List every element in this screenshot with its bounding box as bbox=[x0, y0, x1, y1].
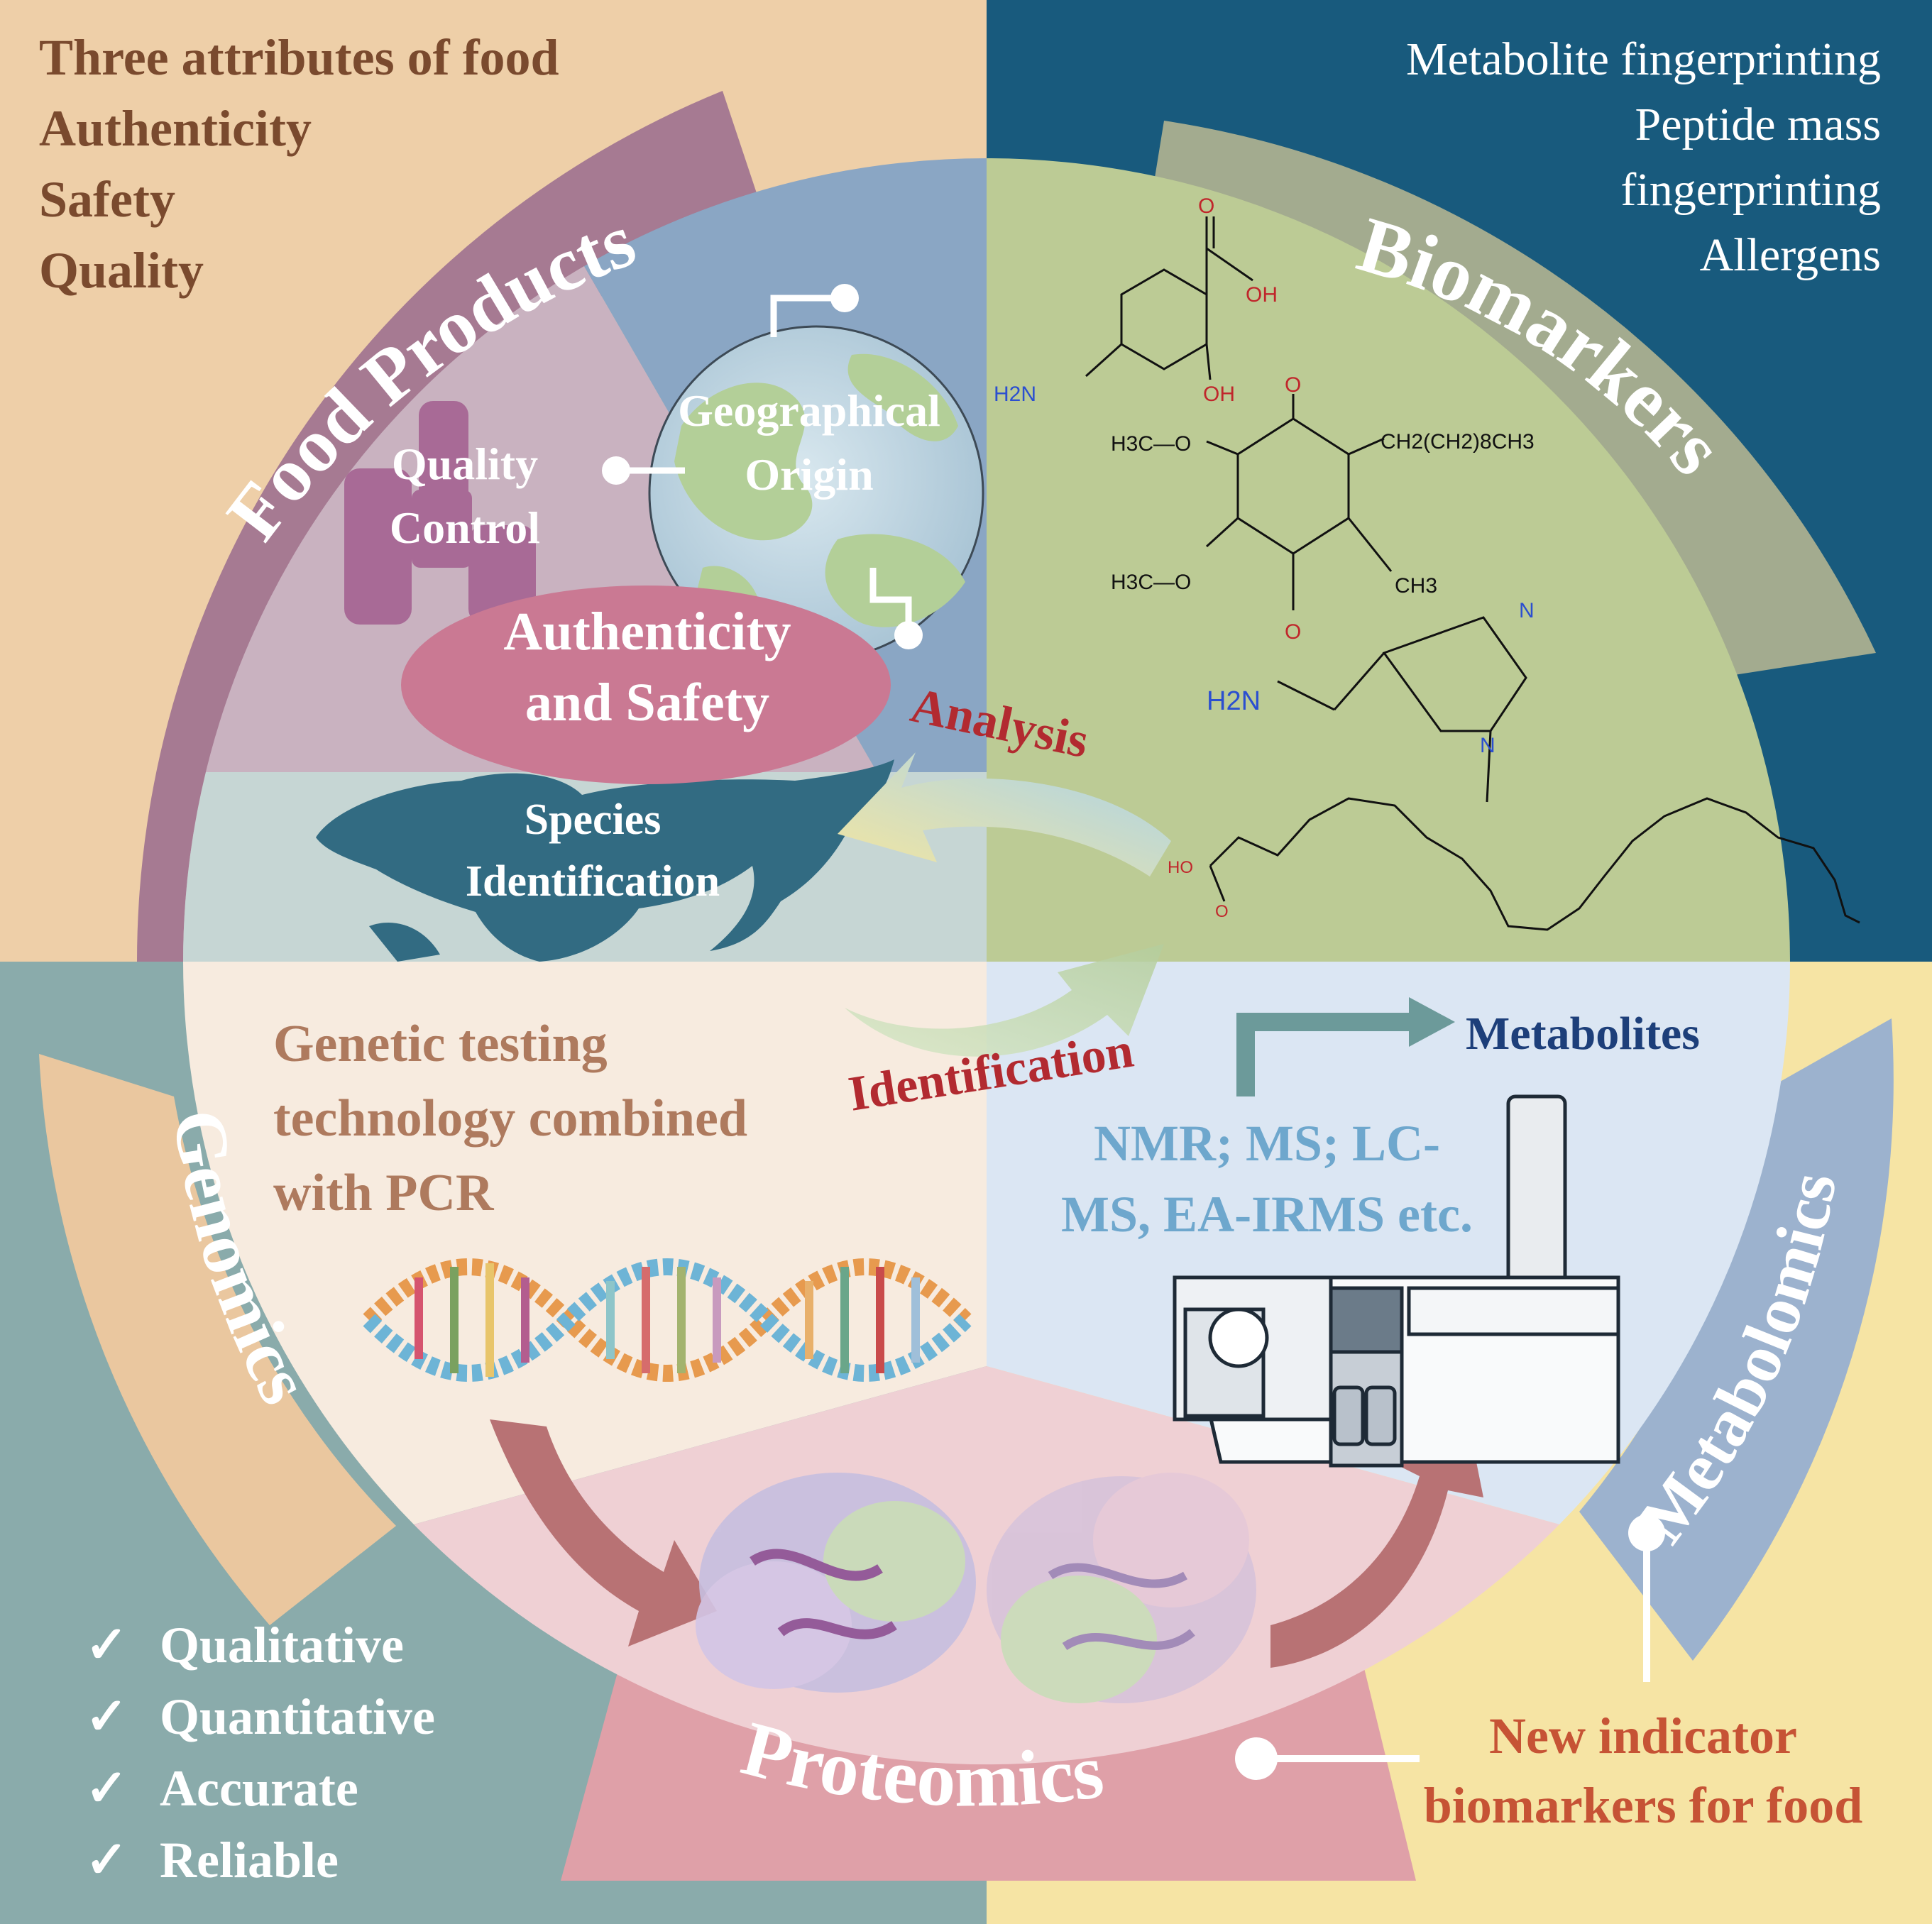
atom-label: O bbox=[1198, 194, 1214, 218]
authenticity-safety-ellipse bbox=[401, 586, 891, 784]
atom-label: OH bbox=[1246, 283, 1278, 307]
atom-label: O bbox=[1285, 620, 1301, 644]
chemical-structures bbox=[1085, 216, 1860, 931]
advantage-quantitative: Quantitative bbox=[160, 1688, 435, 1745]
connector-line bbox=[869, 568, 912, 628]
method-peptide-mass: Peptide mass bbox=[1635, 99, 1881, 150]
mass-spectrometer-icon bbox=[1173, 1094, 1620, 1468]
analytical-methods-label: NMR; MS; LC- MS, EA-IRMS etc. bbox=[1061, 1115, 1473, 1243]
checkmark-icon: ✓ bbox=[85, 1760, 128, 1817]
quality-control-label: Quality Control bbox=[390, 439, 540, 553]
atom-label: H3C—O bbox=[1111, 571, 1191, 594]
biomarker-methods-list: Metabolite fingerprinting Peptide mass f… bbox=[1406, 33, 1881, 281]
checkmark-icon: ✓ bbox=[85, 1832, 128, 1889]
geographical-origin-line-2: Origin bbox=[745, 449, 873, 500]
structure-fatty-acid bbox=[1209, 797, 1860, 931]
checkmark-icon: ✓ bbox=[85, 1617, 128, 1673]
protein-structure-icon bbox=[696, 1473, 976, 1693]
atom-label: HO bbox=[1168, 858, 1193, 877]
metabolites-label: Metabolites bbox=[1466, 1008, 1700, 1060]
protein-structure-icon bbox=[987, 1473, 1256, 1703]
atom-label: O bbox=[1215, 902, 1229, 921]
chemical-labels: O OH OH H2N O H3C—O CH2(CH2)8CH3 H3C—O C… bbox=[994, 194, 1535, 921]
genetic-testing-line-3: with PCR bbox=[273, 1164, 495, 1222]
genetic-testing-line-2: technology combined bbox=[273, 1089, 747, 1148]
species-identification-line-1: Species bbox=[525, 796, 662, 844]
connector-dot bbox=[830, 284, 859, 312]
method-fingerprinting: fingerprinting bbox=[1620, 164, 1881, 216]
genetic-testing-label: Genetic testing technology combined with… bbox=[273, 1015, 747, 1222]
arrow-icon bbox=[1236, 1013, 1409, 1096]
arrow-icon bbox=[490, 1419, 717, 1647]
attributes-title: Three attributes of food bbox=[39, 29, 559, 86]
atom-label: CH2(CH2)8CH3 bbox=[1381, 430, 1535, 453]
atom-label: CH3 bbox=[1395, 574, 1437, 598]
atom-label: N bbox=[1519, 599, 1535, 622]
attribute-quality: Quality bbox=[39, 242, 204, 299]
genetic-testing-line-1: Genetic testing bbox=[273, 1015, 608, 1073]
bottle-silhouette-icon bbox=[344, 401, 536, 625]
structure-methylhistamine bbox=[1277, 616, 1527, 803]
atom-label: H3C—O bbox=[1111, 432, 1191, 456]
geographical-origin-line-1: Geographical bbox=[678, 385, 940, 436]
authenticity-safety-line-1: Authenticity bbox=[503, 602, 791, 661]
new-indicator-callout: New indicator biomarkers for food bbox=[1235, 1515, 1862, 1834]
list-item: ✓ Qualitative bbox=[85, 1617, 404, 1673]
attribute-safety: Safety bbox=[39, 171, 175, 228]
list-item: ✓ Reliable bbox=[85, 1832, 339, 1889]
arrow-icon bbox=[838, 752, 1171, 876]
connector-dot bbox=[894, 621, 923, 649]
dna-helix-icon bbox=[363, 1258, 972, 1382]
new-indicator-text: New indicator biomarkers for food bbox=[1424, 1708, 1863, 1834]
structure-aminosalicylic-acid bbox=[1085, 216, 1253, 380]
atom-label: H2N bbox=[994, 383, 1036, 406]
connector-dot bbox=[1628, 1515, 1665, 1551]
sector-biomarkers bbox=[987, 158, 1790, 962]
fish-silhouette-icon bbox=[316, 759, 894, 962]
atom-label: H2N bbox=[1207, 686, 1261, 716]
attribute-authenticity: Authenticity bbox=[39, 100, 312, 157]
checkmark-icon: ✓ bbox=[85, 1688, 128, 1745]
advantage-qualitative: Qualitative bbox=[160, 1617, 404, 1673]
attributes-list: Three attributes of food Authenticity Sa… bbox=[39, 29, 559, 299]
quality-control-line-2: Control bbox=[390, 502, 540, 553]
connector-dot bbox=[1235, 1737, 1278, 1780]
fish-fin bbox=[369, 922, 440, 962]
connector-dot bbox=[602, 456, 630, 485]
authenticity-safety-label: Authenticity and Safety bbox=[503, 602, 791, 732]
list-item: ✓ Quantitative bbox=[85, 1688, 435, 1745]
list-item: ✓ Accurate bbox=[85, 1760, 358, 1817]
atom-label: OH bbox=[1203, 383, 1235, 406]
methods-line-2: MS, EA-IRMS etc. bbox=[1061, 1186, 1473, 1243]
geographical-origin-label: Geographical Origin bbox=[678, 385, 940, 500]
species-identification-line-2: Identification bbox=[466, 857, 720, 906]
connector-line bbox=[770, 295, 838, 337]
band-genomics bbox=[39, 1054, 396, 1625]
method-allergens: Allergens bbox=[1700, 229, 1881, 281]
advantage-reliable: Reliable bbox=[160, 1832, 339, 1889]
methods-line-1: NMR; MS; LC- bbox=[1094, 1115, 1440, 1172]
band-metabolomics bbox=[1579, 1018, 1894, 1661]
advantage-accurate: Accurate bbox=[160, 1760, 358, 1817]
method-metabolite-fingerprinting: Metabolite fingerprinting bbox=[1406, 33, 1881, 85]
authenticity-safety-line-2: and Safety bbox=[525, 673, 769, 732]
structure-quinone bbox=[1205, 394, 1393, 610]
arrow-head bbox=[1409, 997, 1455, 1047]
new-indicator-line-2: biomarkers for food bbox=[1424, 1777, 1863, 1834]
quality-control-line-1: Quality bbox=[392, 439, 538, 489]
globe-icon bbox=[648, 325, 984, 661]
atom-label: O bbox=[1285, 373, 1301, 397]
sector-genomics bbox=[183, 962, 987, 1524]
genomics-advantages-list: ✓ Qualitative ✓ Quantitative ✓ Accurate … bbox=[85, 1617, 435, 1889]
arrow-icon bbox=[845, 944, 1164, 1057]
species-identification-label: Species Identification bbox=[466, 796, 720, 906]
new-indicator-line-1: New indicator bbox=[1489, 1708, 1797, 1764]
atom-label: N bbox=[1480, 734, 1495, 757]
